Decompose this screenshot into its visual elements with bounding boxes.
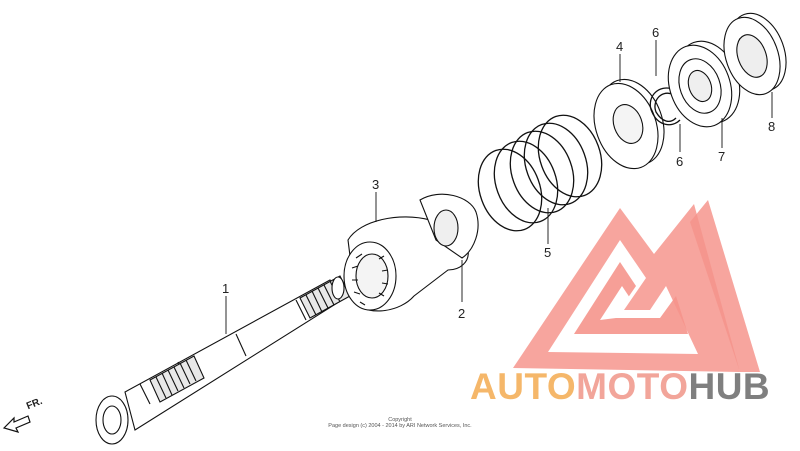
snap-ring-part [649,87,681,126]
watermark-moto: MOTO [576,366,689,407]
part-number-1: 1 [222,281,229,296]
watermark-auto: AUTO [470,366,577,407]
bearing-part [667,40,741,128]
part-number-3: 3 [372,177,379,192]
coupler-part [343,193,479,312]
part-number-6-bottom: 6 [676,154,683,169]
part-number-8: 8 [768,119,775,134]
front-direction-arrow-icon [2,415,31,433]
copyright-line-2: Page design (c) 2004 - 2014 by ARI Netwo… [328,423,472,429]
leader-lines [225,40,773,334]
spring-part [477,114,603,232]
copyright-line-1: Copyright [388,417,412,423]
part-number-7: 7 [718,149,725,164]
copyright-notice: Copyright Page design (c) 2004 - 2014 by… [300,417,500,429]
part-number-6-top: 6 [652,25,659,40]
automotohub-watermark: AUTOMOTOHUB [470,366,770,408]
part-number-2: 2 [458,306,465,321]
part-number-5: 5 [544,245,551,260]
seal-part [723,12,787,96]
plate-part [593,78,665,170]
watermark-hub: HUB [688,366,771,407]
part-number-4: 4 [616,39,623,54]
shaft-spline-left [149,355,205,403]
automotohub-logo [513,200,760,372]
shaft-part [95,275,351,445]
